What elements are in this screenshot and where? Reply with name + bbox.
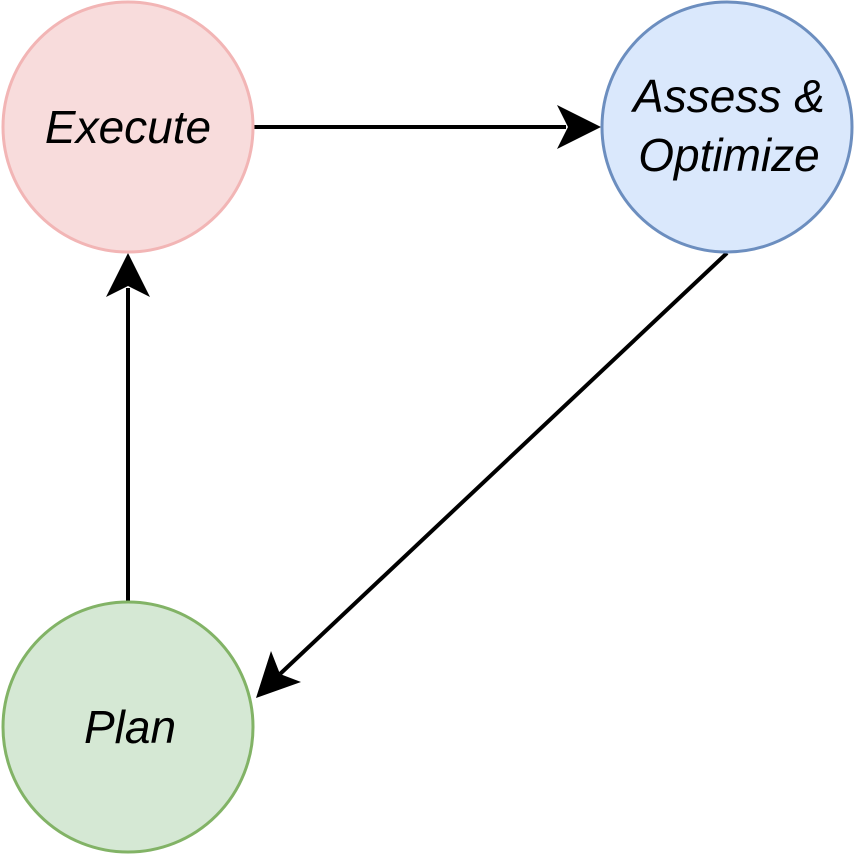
edge-execute-to-assess-arrowhead (557, 105, 601, 149)
edge-execute-to-assess (254, 105, 601, 149)
edge-assess-to-plan-line (278, 251, 729, 676)
node-assess-optimize-circle (600, 0, 854, 254)
node-assess-optimize-label-line2: Optimize (638, 129, 819, 181)
node-plan-label: Plan (84, 701, 176, 753)
edge-plan-to-execute-arrowhead (106, 253, 150, 297)
node-execute-circle (1, 0, 255, 254)
node-execute-label: Execute (45, 101, 211, 153)
node-assess-optimize[interactable]: Assess & Optimize (600, 0, 854, 254)
node-plan-circle (1, 600, 255, 854)
edge-assess-to-plan (256, 251, 729, 698)
edge-plan-to-execute (106, 253, 150, 602)
node-assess-optimize-label-line1: Assess & (630, 70, 825, 122)
node-execute[interactable]: Execute (1, 0, 255, 254)
edge-assess-to-plan-arrowhead (256, 651, 301, 698)
node-plan[interactable]: Plan (1, 600, 255, 854)
